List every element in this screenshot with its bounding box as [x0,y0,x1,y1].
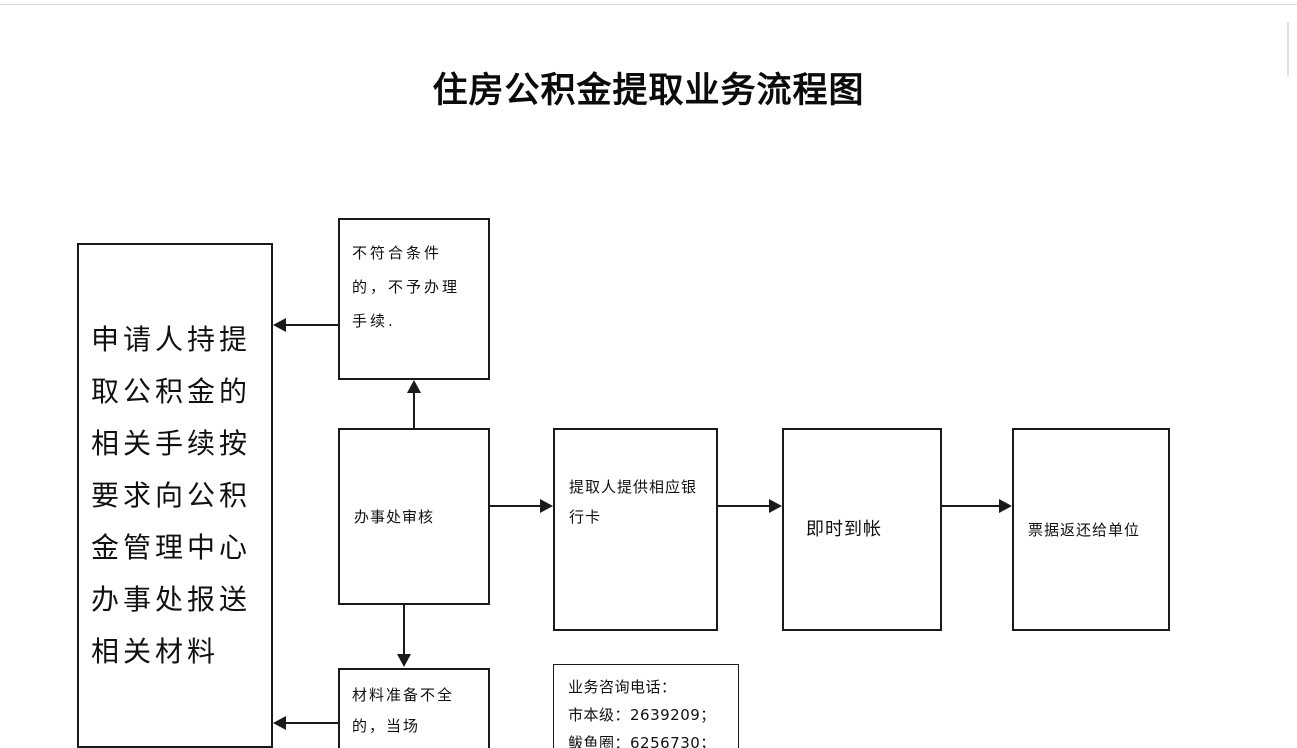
connector-incomplete-to-applicant-line [286,722,338,724]
node-provide-bank-card: 提取人提供相应银行卡 [553,428,718,631]
info-box-consultation-phone: 业务咨询电话： 市本级：2639209； 鲅鱼圈：6256730； [553,664,739,748]
node-incomplete-materials: 材料准备不全的，当场 [338,668,490,748]
phone-info-line-3: 鲅鱼圈：6256730； [568,734,716,748]
connector-incomplete-to-applicant-arrowhead [273,716,286,730]
connector-reject-to-applicant-line [286,324,338,326]
node-instant-arrival: 即时到帐 [782,428,942,631]
node-incomplete-label: 材料准备不全的，当场 [352,686,455,735]
node-reject-label: 不符合条件的，不予办理手续. [352,244,461,330]
phone-info-line-1: 业务咨询电话： [568,678,677,696]
phone-info-text: 业务咨询电话： 市本级：2639209； 鲅鱼圈：6256730； [554,665,738,748]
page-top-rule [0,4,1297,5]
node-instant-label: 即时到帐 [806,518,882,540]
connector-review-to-reject-arrowhead [407,380,421,393]
node-applicant-submits-materials: 申请人持提取公积金的相关手续按要求向公积金管理中心办事处报送相关材料 [77,243,273,748]
phone-info-line-2: 市本级：2639209； [568,706,716,724]
scan-edge-artifact [1287,22,1289,77]
connector-review-to-bankcard-line [490,505,540,507]
page-title: 住房公积金提取业务流程图 [432,71,865,111]
connector-bankcard-to-instant-line [718,505,769,507]
node-applicant-label: 申请人持提取公积金的相关手续按要求向公积金管理中心办事处报送相关材料 [91,322,252,668]
connector-review-to-bankcard-arrowhead [540,499,553,513]
connector-instant-to-receipt-line [942,505,999,507]
node-receipt-label: 票据返还给单位 [1028,520,1141,539]
node-not-eligible-rejected: 不符合条件的，不予办理手续. [338,218,490,380]
node-bankcard-label: 提取人提供相应银行卡 [569,478,698,526]
node-review-label: 办事处审核 [354,507,435,526]
connector-review-to-incomplete-arrowhead [397,654,411,667]
connector-review-to-reject-line [413,392,415,428]
connector-bankcard-to-instant-arrowhead [769,499,782,513]
connector-review-to-incomplete-line [403,605,405,656]
node-office-review: 办事处审核 [338,428,490,605]
connector-reject-to-applicant-arrowhead [273,318,286,332]
connector-instant-to-receipt-arrowhead [999,499,1012,513]
node-receipt-returned-to-unit: 票据返还给单位 [1012,428,1170,631]
